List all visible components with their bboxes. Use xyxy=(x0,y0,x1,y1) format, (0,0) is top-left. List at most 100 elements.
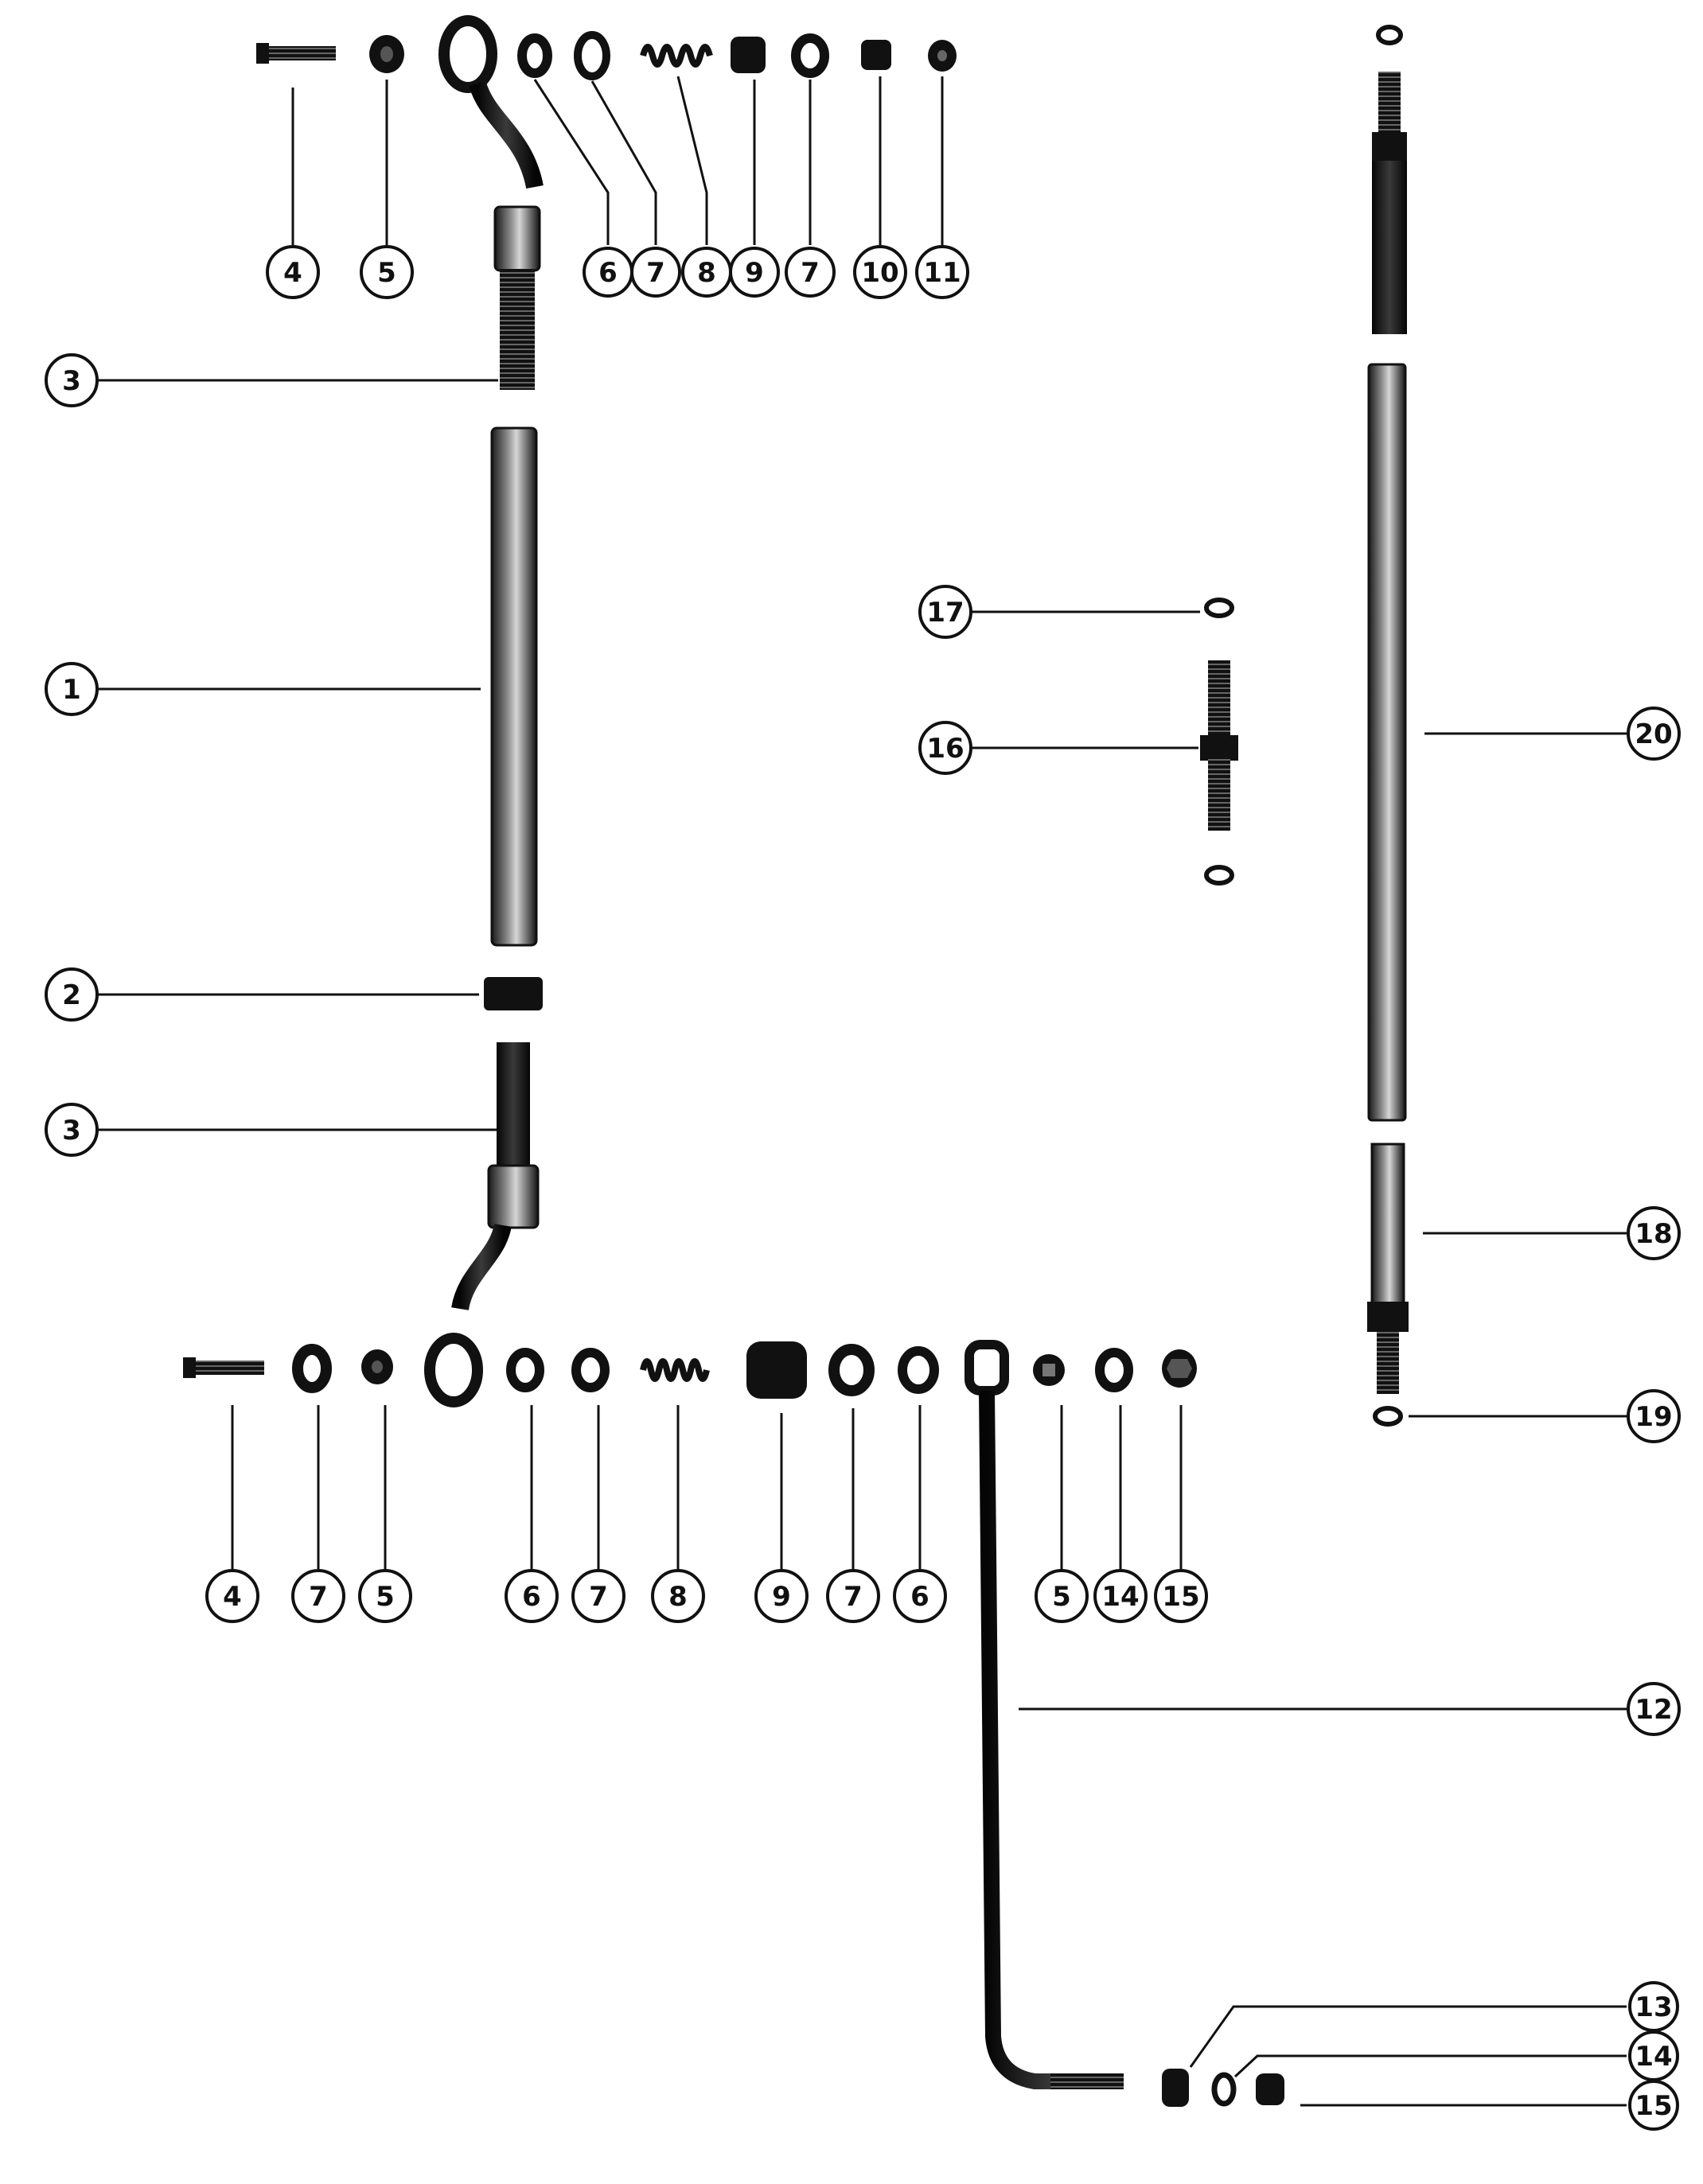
callout-right-19: 19 xyxy=(1627,1389,1681,1443)
bushing-9-top xyxy=(731,37,766,73)
callout-bot-9: 9 xyxy=(754,1569,809,1623)
callouts: 4 5 6 7 8 9 7 10 xyxy=(45,245,1681,2131)
callout-right-14: 14 xyxy=(1628,2030,1679,2081)
washer-6-bottom-b xyxy=(898,1346,939,1394)
callout-label: 2 xyxy=(62,979,81,1011)
callout-right-20: 20 xyxy=(1627,707,1681,761)
callout-right-13: 13 xyxy=(1628,1981,1679,2032)
callout-bot-6b: 6 xyxy=(893,1569,947,1623)
callout-bot-4: 4 xyxy=(205,1569,259,1623)
callout-label: 3 xyxy=(62,1115,81,1147)
callout-bot-5b: 5 xyxy=(1035,1569,1089,1623)
callout-bot-7c: 7 xyxy=(826,1569,880,1623)
callout-top-11: 11 xyxy=(915,245,969,299)
callout-label: 3 xyxy=(62,365,81,397)
tube-1 xyxy=(490,426,538,947)
callout-label: 10 xyxy=(861,257,898,289)
upper-rod-end xyxy=(438,15,544,390)
washer-6-top xyxy=(517,33,552,78)
callout-right-18: 18 xyxy=(1627,1206,1681,1260)
callout-top-8: 8 xyxy=(681,247,732,298)
callout-label: 20 xyxy=(1635,718,1672,750)
callout-label: 7 xyxy=(646,257,665,289)
callout-left-1: 1 xyxy=(45,662,99,716)
callout-bot-7a: 7 xyxy=(291,1569,345,1623)
callout-mid-16: 16 xyxy=(918,721,972,775)
washer-7a-top xyxy=(574,31,610,80)
callout-label: 9 xyxy=(745,257,764,289)
callout-label: 6 xyxy=(910,1581,929,1613)
link-rod-12 xyxy=(965,1340,1124,2089)
callout-label: 4 xyxy=(223,1581,242,1613)
callout-right-12: 12 xyxy=(1627,1682,1681,1736)
bolt-4-top xyxy=(256,43,336,64)
callout-left-3a: 3 xyxy=(45,353,99,407)
callout-label: 6 xyxy=(522,1581,541,1613)
callout-label: 5 xyxy=(1052,1581,1071,1613)
callout-label: 12 xyxy=(1635,1694,1672,1726)
callout-bot-14: 14 xyxy=(1093,1569,1148,1623)
callout-bot-8: 8 xyxy=(651,1569,705,1623)
bushing-10-top xyxy=(861,40,891,70)
callout-bot-15: 15 xyxy=(1154,1569,1208,1623)
callout-top-10: 10 xyxy=(853,245,907,299)
callout-top-7a: 7 xyxy=(630,247,681,298)
callout-label: 11 xyxy=(923,257,961,289)
bolt-4-bottom xyxy=(183,1357,264,1378)
callout-label: 8 xyxy=(668,1581,688,1613)
spring-8-bottom xyxy=(640,1358,710,1382)
nut-5-bottom-b xyxy=(1033,1354,1065,1386)
washer-7-bottom-a xyxy=(292,1344,332,1393)
callout-label: 17 xyxy=(926,597,964,629)
callout-top-6: 6 xyxy=(583,247,633,298)
callout-label: 14 xyxy=(1101,1581,1139,1613)
stud-16 xyxy=(1200,598,1238,886)
washer-7-bottom-b xyxy=(571,1348,610,1392)
callout-label: 7 xyxy=(844,1581,863,1613)
callout-top-5: 5 xyxy=(360,245,414,299)
callout-top-7b: 7 xyxy=(785,247,836,298)
nut-5-top xyxy=(369,35,404,73)
callout-label: 1 xyxy=(62,674,81,706)
washer-14-lower xyxy=(1211,2072,1237,2107)
callout-label: 7 xyxy=(309,1581,328,1613)
callout-label: 15 xyxy=(1162,1581,1199,1613)
callout-label: 16 xyxy=(926,733,964,765)
washer-7-bottom-c xyxy=(828,1344,875,1396)
spring-8-top xyxy=(640,44,713,68)
callout-label: 5 xyxy=(376,1581,395,1613)
callout-mid-17: 17 xyxy=(918,585,972,639)
bushing-13-lower xyxy=(1162,2069,1189,2107)
callout-bot-7b: 7 xyxy=(571,1569,625,1623)
callout-label: 7 xyxy=(589,1581,608,1613)
callout-label: 8 xyxy=(697,257,716,289)
leader-lines xyxy=(97,76,1627,2107)
ring-19 xyxy=(1373,1406,1403,1427)
callout-left-2: 2 xyxy=(45,967,99,1022)
callout-label: 19 xyxy=(1635,1401,1672,1433)
callout-label: 9 xyxy=(772,1581,791,1613)
callout-label: 5 xyxy=(377,257,396,289)
callout-label: 18 xyxy=(1635,1218,1672,1250)
callout-label: 13 xyxy=(1635,1991,1672,2023)
rod-18 xyxy=(1367,1143,1409,1394)
callout-bot-6a: 6 xyxy=(505,1569,559,1623)
callout-top-4: 4 xyxy=(266,245,320,299)
callout-label: 15 xyxy=(1635,2090,1672,2122)
washer-7b-top xyxy=(791,33,829,78)
callout-bot-5a: 5 xyxy=(358,1569,412,1623)
callout-label: 4 xyxy=(283,257,302,289)
callout-top-9: 9 xyxy=(729,247,780,298)
nut-11-top xyxy=(928,40,957,72)
coupler-2 xyxy=(484,977,543,1010)
callout-right-15: 15 xyxy=(1628,2080,1679,2131)
washer-6-bottom-a xyxy=(506,1348,544,1392)
right-upper-rod xyxy=(1372,25,1407,334)
callout-left-3b: 3 xyxy=(45,1103,99,1157)
callout-label: 6 xyxy=(598,257,618,289)
washer-14-bottom xyxy=(1095,1348,1133,1392)
callout-label: 14 xyxy=(1635,2041,1672,2073)
nut-15-lower xyxy=(1256,2073,1284,2105)
callout-label: 7 xyxy=(801,257,820,289)
